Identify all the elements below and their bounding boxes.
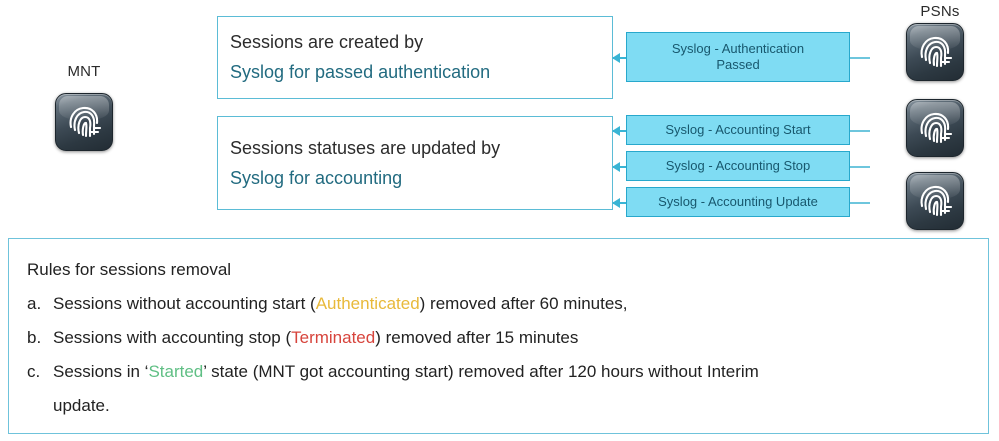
rule-a-keyword: Authenticated bbox=[315, 294, 420, 313]
rules-title: Rules for sessions removal bbox=[27, 260, 232, 279]
syslog-authentication-passed-box[interactable]: Syslog - Authentication Passed bbox=[626, 32, 850, 82]
rule-item-a: a. Sessions without accounting start (Aut… bbox=[27, 287, 988, 321]
rule-c-continuation: update. bbox=[53, 396, 110, 415]
rule-item-c: c. Sessions in ‘Started’ state (MNT got a… bbox=[27, 355, 988, 389]
rule-marker-b: b. bbox=[27, 328, 42, 347]
psn-node-icon-1[interactable] bbox=[906, 23, 964, 81]
rule-marker-a: a. bbox=[27, 294, 42, 313]
syslog-accounting-update-box[interactable]: Syslog - Accounting Update bbox=[626, 187, 850, 217]
arrow-into-sessions-updated-2 bbox=[612, 162, 620, 172]
connector-stub-psn-2 bbox=[850, 130, 870, 132]
rules-panel: Rules for sessions removal a. Sessions wi… bbox=[8, 238, 989, 434]
rule-item-c-continuation: update. bbox=[27, 389, 988, 423]
sessions-created-box: Sessions are created by Syslog for passe… bbox=[217, 16, 613, 99]
rule-c-post: ’ state (MNT got accounting start) remov… bbox=[203, 362, 759, 381]
rule-a-post: ) removed after 60 minutes, bbox=[419, 294, 628, 313]
arrow-into-sessions-created bbox=[612, 53, 620, 63]
mnt-node-icon[interactable] bbox=[55, 93, 113, 151]
sessions-updated-line1: Sessions statuses are updated by bbox=[230, 138, 501, 158]
connector-stub-psn-3 bbox=[850, 166, 870, 168]
syslog-accounting-stop-box[interactable]: Syslog - Accounting Stop bbox=[626, 151, 850, 181]
sessions-created-line1: Sessions are created by bbox=[230, 32, 424, 52]
arrow-into-sessions-updated-1 bbox=[612, 126, 620, 136]
connector-stub-psn-4 bbox=[850, 202, 870, 204]
syslog-accounting-start-box[interactable]: Syslog - Accounting Start bbox=[626, 115, 850, 145]
psn-group-label: PSNs bbox=[920, 3, 960, 20]
sessions-updated-box: Sessions statuses are updated by Syslog … bbox=[217, 116, 613, 210]
rule-b-post: ) removed after 15 minutes bbox=[375, 328, 579, 347]
rule-item-b: b. Sessions with accounting stop (Termina… bbox=[27, 321, 988, 355]
rule-c-pre: Sessions in ‘ bbox=[53, 362, 149, 381]
psn-node-icon-3[interactable] bbox=[906, 172, 964, 230]
psn-node-icon-2[interactable] bbox=[906, 99, 964, 157]
arrow-into-sessions-updated-3 bbox=[612, 198, 620, 208]
sessions-created-line2: Syslog for passed authentication bbox=[230, 62, 491, 82]
rule-b-pre: Sessions with accounting stop ( bbox=[53, 328, 292, 347]
rule-c-keyword: Started bbox=[148, 362, 204, 381]
sessions-updated-line2: Syslog for accounting bbox=[230, 168, 403, 188]
rule-b-keyword: Terminated bbox=[291, 328, 376, 347]
rule-marker-c: c. bbox=[27, 362, 41, 381]
connector-stub-psn-1 bbox=[850, 57, 870, 59]
rule-a-pre: Sessions without accounting start ( bbox=[53, 294, 316, 313]
mnt-node-label: MNT bbox=[67, 63, 101, 80]
